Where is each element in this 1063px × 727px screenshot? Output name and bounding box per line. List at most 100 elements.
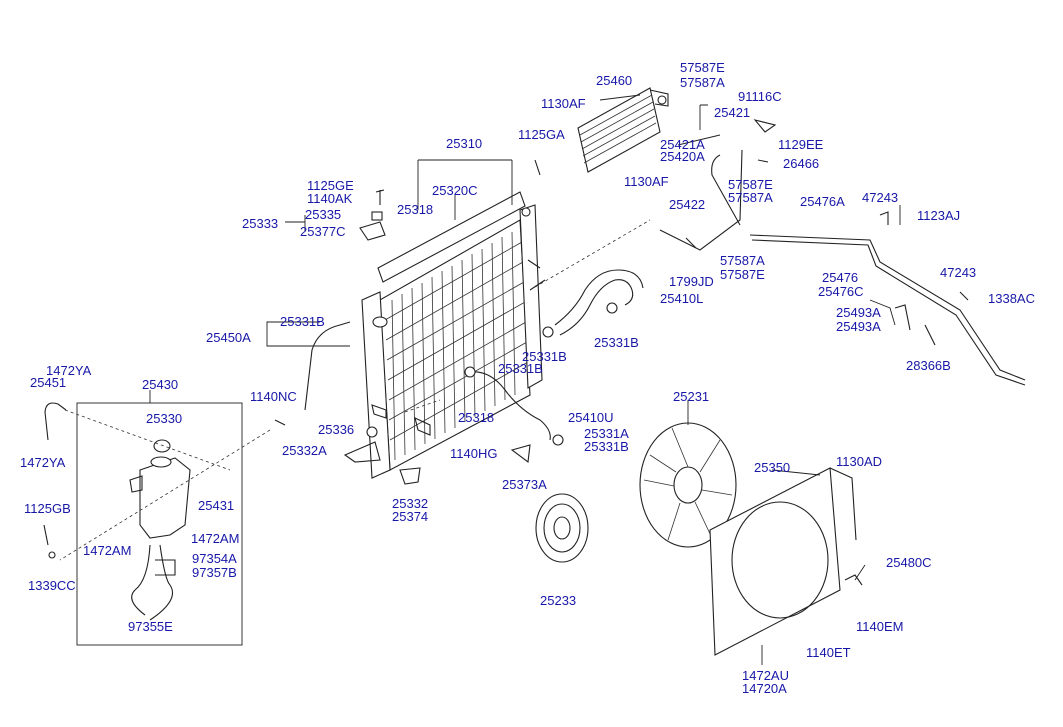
label-26466: 26466	[783, 156, 819, 171]
label-25421: 25421	[714, 105, 750, 120]
reservoir-group-box	[76, 402, 243, 646]
label-1338ac: 1338AC	[988, 291, 1035, 306]
label-97357b: 97357B	[192, 565, 237, 580]
label-25332a: 25332A	[282, 443, 327, 458]
label-25335: 25335	[305, 207, 341, 222]
label-1125gb: 1125GB	[24, 501, 71, 516]
label-25331b: 25331B	[594, 335, 639, 350]
dash-line-1	[64, 409, 231, 471]
label-1140et: 1140ET	[806, 645, 851, 660]
part-labels: 25460 57587E 57587A 91116C 1130AF 25421 …	[20, 60, 1035, 696]
label-57587e: 57587E	[728, 177, 773, 192]
dash-line-4	[404, 399, 441, 413]
label-25331b: 25331B	[522, 349, 567, 364]
label-25410l: 25410L	[660, 291, 703, 306]
label-25450a: 25450A	[206, 330, 251, 345]
label-1125ga: 1125GA	[518, 127, 565, 142]
label-97355e: 97355E	[128, 619, 173, 634]
label-1799jd: 1799JD	[669, 274, 714, 289]
label-1130af: 1130AF	[624, 174, 669, 189]
label-25493a: 25493A	[836, 319, 881, 334]
label-1140hg: 1140HG	[450, 446, 497, 461]
dash-line-2	[59, 429, 271, 561]
label-25410u: 25410U	[568, 410, 614, 425]
radiator-assembly	[361, 191, 546, 479]
label-1130af: 1130AF	[541, 96, 586, 111]
label-57587e: 57587E	[680, 60, 725, 75]
label-14720a: 14720A	[742, 681, 787, 696]
label-1125ge: 1125GE	[307, 178, 354, 193]
label-25330: 25330	[146, 411, 182, 426]
label-1129ee: 1129EE	[778, 137, 824, 152]
radiator-core-fins	[384, 231, 529, 461]
label-28366b: 28366B	[906, 358, 951, 373]
label-47243: 47243	[940, 265, 976, 280]
hose-25410u	[469, 371, 551, 441]
fan-shroud	[709, 467, 857, 656]
label-25233: 25233	[540, 593, 576, 608]
label-1472au: 1472AU	[742, 668, 789, 683]
radiator-top-tank	[377, 191, 526, 283]
label-1472am: 1472AM	[83, 543, 131, 558]
label-1472ya: 1472YA	[46, 363, 92, 378]
radiator-left-tank	[361, 291, 391, 479]
hose-25450a	[304, 324, 341, 411]
label-1140nc: 1140NC	[250, 389, 297, 404]
label-25231: 25231	[673, 389, 709, 404]
label-1472am: 1472AM	[191, 531, 239, 546]
oil-cooler	[577, 87, 669, 173]
hose-25410l	[559, 279, 634, 336]
label-25331b: 25331B	[498, 361, 543, 376]
reservoir-cap	[153, 439, 171, 453]
leader-lines	[149, 94, 901, 665]
label-25421a: 25421A	[660, 137, 705, 152]
label-25318: 25318	[458, 410, 494, 425]
label-1123aj: 1123AJ	[917, 208, 960, 223]
label-25422: 25422	[669, 197, 705, 212]
label-47243: 47243	[862, 190, 898, 205]
label-25460: 25460	[596, 73, 632, 88]
label-57587a: 57587A	[728, 190, 773, 205]
label-25332: 25332	[392, 496, 428, 511]
small-parts	[43, 119, 969, 586]
label-25318: 25318	[397, 202, 433, 217]
label-25476a: 25476A	[800, 194, 845, 209]
label-25310: 25310	[446, 136, 482, 151]
label-57587a: 57587A	[680, 75, 725, 90]
label-25476: 25476	[822, 270, 858, 285]
label-25493a: 25493A	[836, 305, 881, 320]
label-25336: 25336	[318, 422, 354, 437]
label-1339cc: 1339CC	[28, 578, 76, 593]
label-25431: 25431	[198, 498, 234, 513]
label-25420a: 25420A	[660, 149, 705, 164]
label-25377c: 25377C	[300, 224, 346, 239]
label-25331a: 25331A	[584, 426, 629, 441]
label-25333: 25333	[242, 216, 278, 231]
label-57587e: 57587E	[720, 267, 765, 282]
label-1140ak: 1140AK	[307, 191, 353, 206]
label-25451: 25451	[30, 375, 66, 390]
pipe-25421	[711, 154, 741, 226]
label-25374: 25374	[392, 509, 428, 524]
label-91116c: 91116C	[738, 89, 782, 104]
label-97354a: 97354A	[192, 551, 237, 566]
label-1140em: 1140EM	[856, 619, 903, 634]
label-57587a: 57587A	[720, 253, 765, 268]
label-25331b: 25331B	[584, 439, 629, 454]
radiator-right-tank	[519, 204, 543, 389]
label-1130ad: 1130AD	[836, 454, 882, 469]
pipe-25476	[749, 234, 1026, 381]
label-25430: 25430	[142, 377, 178, 392]
label-25476c: 25476C	[818, 284, 864, 299]
reservoir-tank	[129, 439, 191, 621]
cooling-fan	[639, 422, 737, 548]
label-25350: 25350	[754, 460, 790, 475]
hose-25451	[44, 402, 67, 441]
label-25373a: 25373A	[502, 477, 547, 492]
label-25480c: 25480C	[886, 555, 932, 570]
label-25320c: 25320C	[432, 183, 478, 198]
dash-line-3	[529, 219, 651, 291]
label-1472ya: 1472YA	[20, 455, 66, 470]
